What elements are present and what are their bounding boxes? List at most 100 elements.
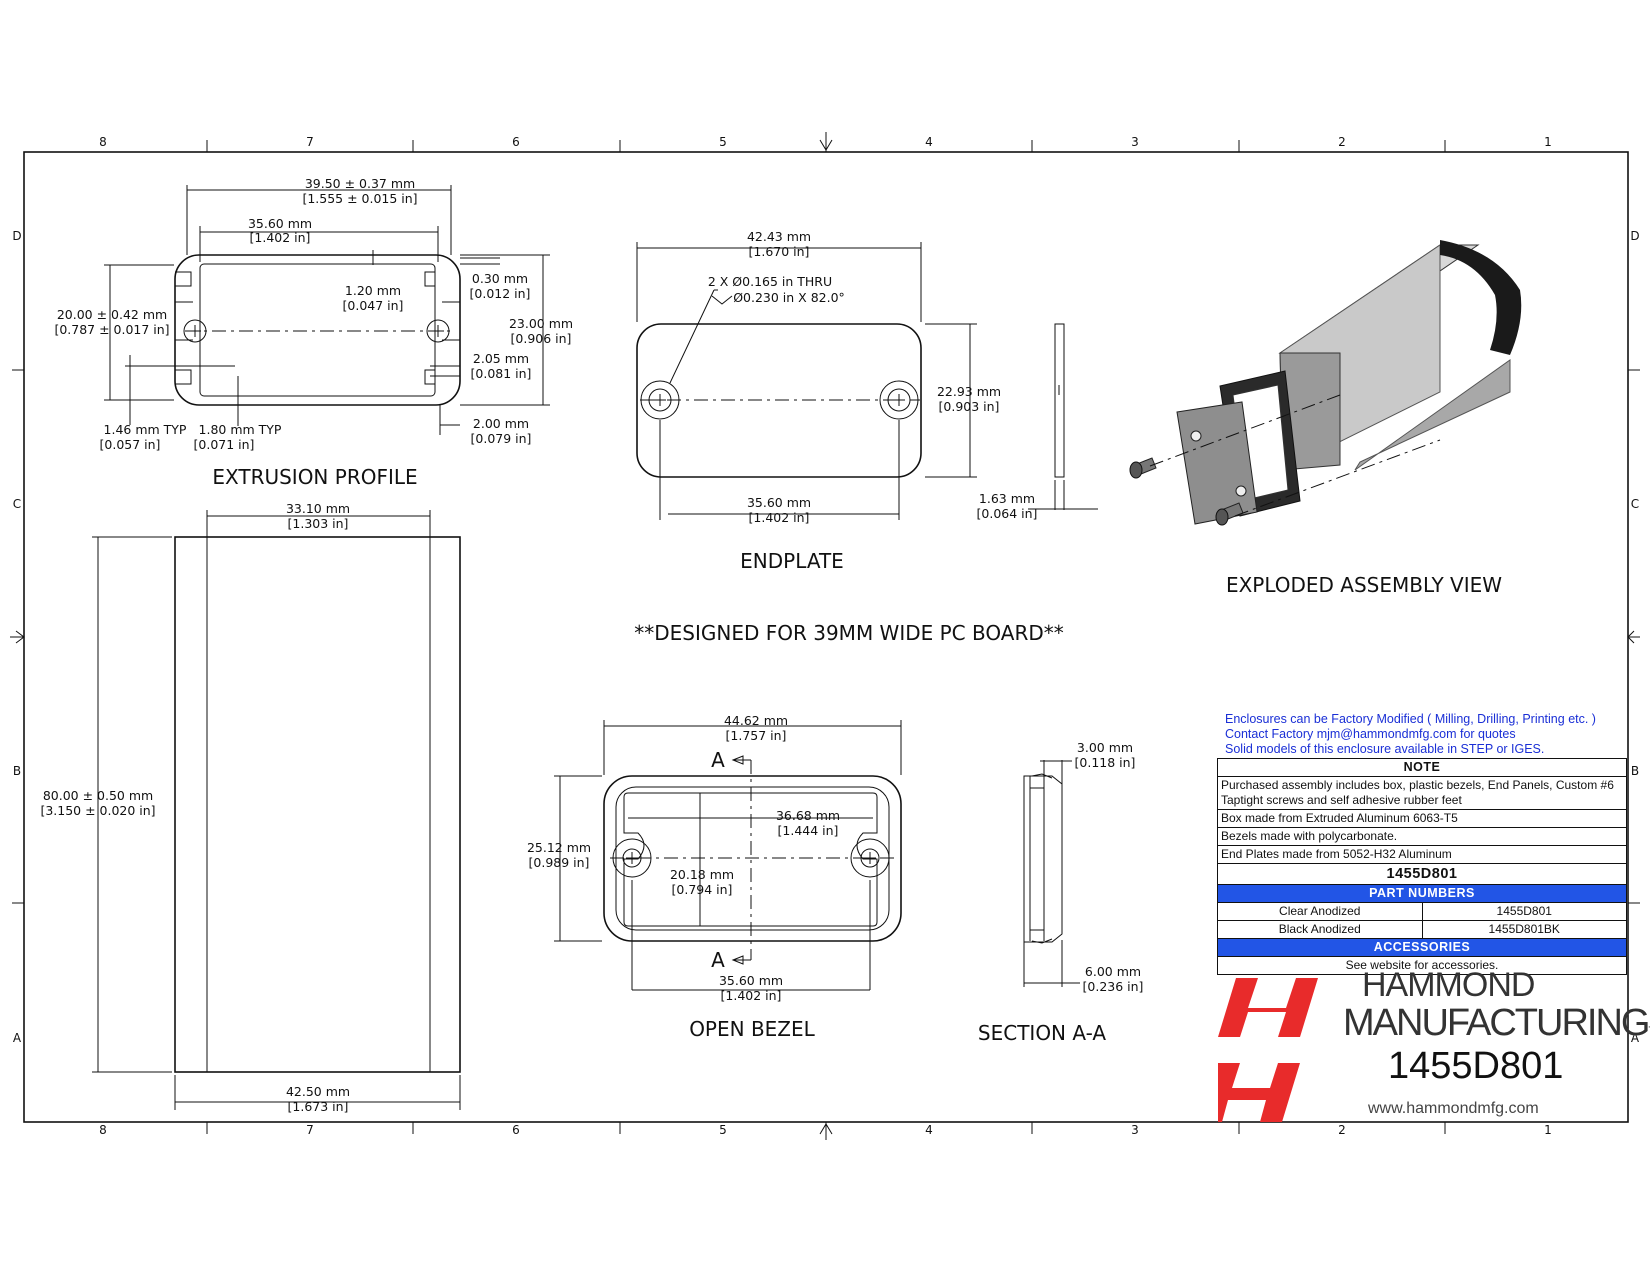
dimension-text: [0.906 in] — [511, 331, 572, 346]
dimension-text: [0.079 in] — [471, 431, 532, 446]
dimension-text: [0.071 in] — [194, 437, 255, 452]
dimension-text: [1.402 in] — [721, 988, 782, 1003]
dimension-text: 1.80 mm TYP — [199, 422, 282, 437]
dimension-text: 1.20 mm — [345, 283, 401, 298]
website-link[interactable]: www.hammondmfg.com — [1368, 1100, 1539, 1117]
open-bezel — [554, 720, 902, 991]
note-header: NOTE — [1403, 760, 1441, 774]
open-bezel-title: OPEN BEZEL — [689, 1017, 815, 1041]
note-row: Purchased assembly includes box, plastic… — [1218, 776, 1626, 809]
dimension-text: 23.00 mm — [509, 316, 573, 331]
info-line: Solid models of this enclosure available… — [1225, 742, 1545, 756]
zone-column-label: 1 — [1544, 1123, 1552, 1137]
accessories-text[interactable]: See website for accessories. — [1218, 956, 1626, 974]
dimension-text: [0.081 in] — [471, 366, 532, 381]
part-row: Clear Anodized 1455D801 — [1218, 902, 1626, 920]
zone-row-label: B — [1631, 764, 1639, 778]
zone-ticks — [10, 132, 1640, 1140]
dimension-text: Ø0.230 in X 82.0° — [733, 290, 845, 305]
banner-note: **DESIGNED FOR 39MM WIDE PC BOARD** — [634, 621, 1064, 645]
dimension-text: [3.150 ± 0.020 in] — [40, 803, 155, 818]
zone-row-label: A — [1631, 1031, 1640, 1045]
dimension-text: 25.12 mm — [527, 840, 591, 855]
dimension-text: 35.60 mm — [719, 973, 783, 988]
section-dims: 3.00 mm [0.118 in] 6.00 mm [0.236 in] — [1075, 740, 1144, 994]
dimension-text: [0.989 in] — [529, 855, 590, 870]
contact-line[interactable]: Contact Factory mjm@hammondmfg.com for q… — [1225, 727, 1516, 741]
part-finish: Black Anodized — [1218, 921, 1423, 938]
section-marker-bottom: A — [711, 948, 725, 972]
dimension-text: [0.057 in] — [100, 437, 161, 452]
dimension-text: [1.673 in] — [288, 1099, 349, 1114]
dimension-text: 22.93 mm — [937, 384, 1001, 399]
dimension-text: 42.50 mm — [286, 1084, 350, 1099]
dimension-text: 33.10 mm — [286, 501, 350, 516]
zone-column-label: 8 — [99, 1123, 107, 1137]
side-view-dims: 33.10 mm [1.303 in] 80.00 ± 0.50 mm [3.1… — [40, 501, 350, 1114]
zone-column-label: 5 — [719, 135, 727, 149]
logo-line-2: MANUFACTURINGTM — [1343, 1002, 1650, 1045]
endplate-edge-view — [1054, 323, 1065, 478]
part-finish: Clear Anodized — [1218, 903, 1423, 920]
exploded-assembly — [1129, 240, 1522, 526]
dimension-text: [1.444 in] — [778, 823, 839, 838]
part-number: 1455D801 — [1496, 904, 1552, 918]
dimension-text: [1.555 ± 0.015 in] — [302, 191, 417, 206]
zone-column-label: 2 — [1338, 135, 1346, 149]
exploded-assembly-title: EXPLODED ASSEMBLY VIEW — [1226, 573, 1502, 597]
dimension-text: 35.60 mm — [248, 216, 312, 231]
section-a-a — [1023, 760, 1080, 987]
bezel-outline — [603, 775, 902, 942]
dimension-text: [1.670 in] — [749, 244, 810, 259]
section-marker-top: A — [711, 748, 725, 772]
dimension-text: [0.794 in] — [672, 882, 733, 897]
zone-column-label: 8 — [99, 135, 107, 149]
extrusion-profile — [104, 185, 550, 435]
dimension-text: 20.00 ± 0.42 mm — [57, 307, 167, 322]
endplate-title: ENDPLATE — [740, 549, 844, 573]
logo-word: MANUFACTURING — [1343, 1002, 1650, 1044]
dimension-text: 42.43 mm — [747, 229, 811, 244]
zone-column-label: 6 — [512, 1123, 520, 1137]
zone-row-label: D — [12, 229, 21, 243]
dimension-text: 1.63 mm — [979, 491, 1035, 506]
dimension-text: [1.402 in] — [749, 510, 810, 525]
zone-column-label: 1 — [1544, 135, 1552, 149]
endplate — [636, 242, 1098, 520]
zone-column-label: 4 — [925, 1123, 933, 1137]
endplate-dims: 42.43 mm [1.670 in] 2 X Ø0.165 in THRU Ø… — [708, 229, 1038, 525]
note-table: NOTE Purchased assembly includes box, pl… — [1217, 758, 1627, 975]
part-number: 1455D801BK — [1488, 922, 1560, 936]
side-view-outline — [174, 536, 461, 1073]
extrusion-profile-title: EXTRUSION PROFILE — [212, 465, 417, 489]
dimension-text: [0.787 ± 0.017 in] — [54, 322, 169, 337]
dimension-text: 20.18 mm — [670, 867, 734, 882]
dimension-text: 2.00 mm — [473, 416, 529, 431]
dimension-text: [0.012 in] — [470, 286, 531, 301]
zone-row-label: D — [1630, 229, 1639, 243]
zone-row-label: C — [13, 497, 21, 511]
dimension-text: [1.757 in] — [726, 728, 787, 743]
zone-column-label: 2 — [1338, 1123, 1346, 1137]
info-line: Enclosures can be Factory Modified ( Mil… — [1225, 712, 1596, 726]
zone-column-label: 3 — [1131, 135, 1139, 149]
zone-column-label: 6 — [512, 135, 520, 149]
part-numbers-header: PART NUMBERS — [1218, 884, 1626, 902]
hammond-logo-mark — [1218, 978, 1318, 1122]
zone-column-label: 7 — [306, 1123, 314, 1137]
dimension-text: 44.62 mm — [724, 713, 788, 728]
note-row: End Plates made from 5052-H32 Aluminum — [1218, 845, 1626, 863]
dimension-text: 36.68 mm — [776, 808, 840, 823]
zone-row-label: A — [13, 1031, 22, 1045]
dimension-text: 0.30 mm — [472, 271, 528, 286]
accessories-header: ACCESSORIES — [1218, 938, 1626, 956]
dimension-text: [0.064 in] — [977, 506, 1038, 521]
zone-row-label: B — [13, 764, 21, 778]
zone-column-label: 3 — [1131, 1123, 1139, 1137]
extrusion-inner — [199, 263, 436, 397]
bezel-dims: 44.62 mm [1.757 in] 36.68 mm [1.444 in] … — [527, 713, 840, 1003]
dimension-text: 6.00 mm — [1085, 964, 1141, 979]
part-row: Black Anodized 1455D801BK — [1218, 920, 1626, 938]
extrusion-dims: 39.50 ± 0.37 mm [1.555 ± 0.015 in] 35.60… — [54, 176, 573, 452]
